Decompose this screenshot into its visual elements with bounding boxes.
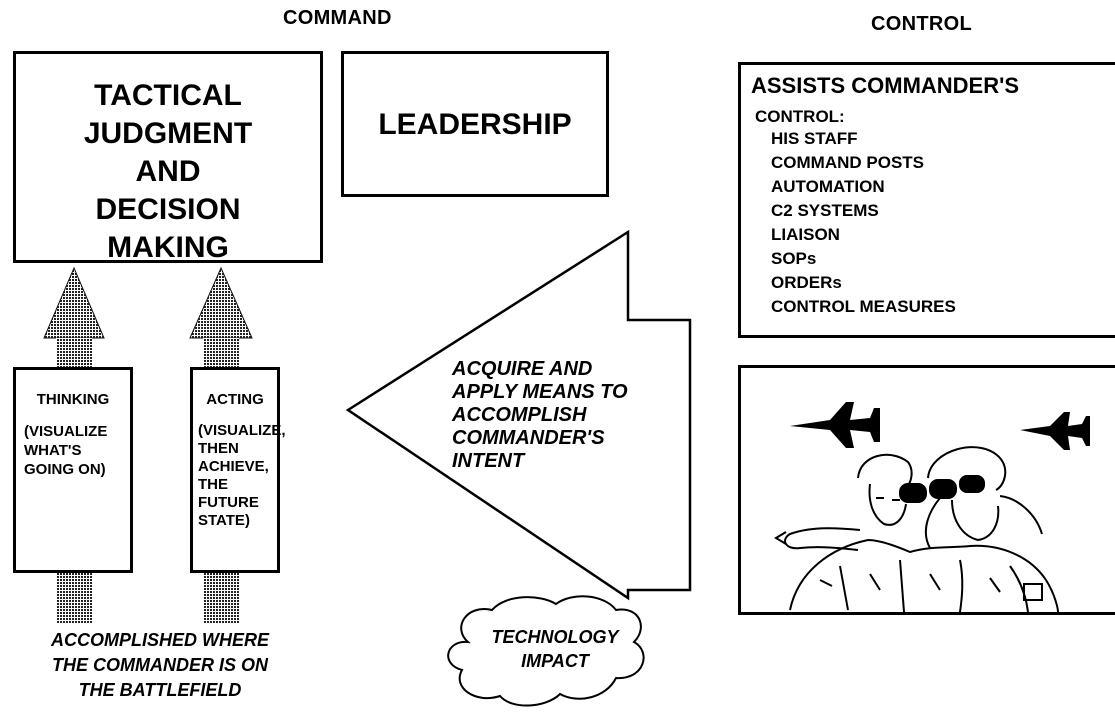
technology-line: TECHNOLOGY — [491, 627, 619, 647]
technology-line: IMPACT — [521, 651, 589, 671]
technology-cloud-shape — [447, 595, 645, 707]
tactical-judgment-box: TACTICAL JUDGMENT AND DECISION MAKING — [13, 51, 323, 264]
control-item: SOPs — [771, 249, 817, 268]
thinking-line: WHAT'S — [24, 442, 82, 459]
means-line: COMMANDER'S — [452, 427, 605, 449]
means-line: ACCOMPLISH — [452, 404, 587, 426]
up-arrow-acting — [189, 266, 253, 368]
control-item: AUTOMATION — [771, 177, 885, 196]
thinking-line: (VISUALIZE — [24, 423, 108, 440]
acting-line: STATE) — [198, 512, 250, 529]
technology-cloud-text: TECHNOLOGY IMPACT — [470, 625, 640, 673]
illustration-box — [738, 365, 1115, 615]
means-line: INTENT — [452, 450, 525, 472]
tactical-line: DECISION — [95, 193, 241, 226]
tactical-line: MAKING — [107, 231, 229, 264]
acting-line: THE — [198, 476, 228, 493]
leadership-label: LEADERSHIP — [378, 108, 572, 141]
leadership-box: LEADERSHIP — [341, 51, 609, 197]
tactical-line: AND — [135, 155, 201, 188]
control-item-list: HIS STAFF COMMAND POSTS AUTOMATION C2 SY… — [771, 127, 956, 319]
tactical-line: TACTICAL — [94, 79, 242, 112]
acting-line: ACHIEVE, — [198, 458, 269, 475]
bottom-shaft-thinking — [56, 572, 92, 624]
means-line: ACQUIRE AND — [452, 358, 593, 380]
control-item: COMMAND POSTS — [771, 153, 924, 172]
acting-title: ACTING — [206, 391, 264, 408]
battlefield-line: THE COMMANDER IS ON — [52, 655, 268, 675]
thinking-box: THINKING (VISUALIZE WHAT'S GOING ON) — [13, 367, 133, 573]
up-arrow-thinking — [43, 266, 105, 368]
acting-box: ACTING (VISUALIZE, THEN ACHIEVE, THE FUT… — [190, 367, 286, 573]
means-line: APPLY MEANS TO — [452, 381, 628, 403]
control-title: ASSISTS COMMANDER'S — [751, 73, 1020, 98]
acting-line: (VISUALIZE, — [198, 422, 286, 439]
means-arrow-shape — [345, 229, 692, 601]
control-item: CONTROL MEASURES — [771, 297, 956, 316]
fighter-jet-icon — [1020, 412, 1090, 450]
acting-line: THEN — [198, 440, 239, 457]
tactical-line: JUDGMENT — [83, 117, 253, 150]
battlefield-line: THE BATTLEFIELD — [78, 680, 242, 700]
bottom-shaft-acting — [203, 572, 239, 624]
thinking-line: GOING ON) — [24, 461, 106, 478]
soldiers-with-binoculars-icon — [774, 446, 1059, 613]
battlefield-note: ACCOMPLISHED WHERE THE COMMANDER IS ON T… — [20, 628, 300, 703]
acting-line: FUTURE — [198, 494, 259, 511]
control-item: HIS STAFF — [771, 129, 858, 148]
control-item: LIAISON — [771, 225, 840, 244]
control-box: ASSISTS COMMANDER'S CONTROL: HIS STAFF C… — [738, 62, 1115, 338]
control-item: ORDERs — [771, 273, 842, 292]
fighter-jet-icon — [790, 402, 880, 448]
battlefield-line: ACCOMPLISHED WHERE — [50, 630, 269, 650]
thinking-title: THINKING — [36, 391, 110, 408]
control-header: CONTROL — [871, 13, 972, 35]
control-item: C2 SYSTEMS — [771, 201, 879, 220]
control-subtitle: CONTROL: — [755, 107, 845, 126]
means-arrow-text: ACQUIRE AND APPLY MEANS TO ACCOMPLISH CO… — [452, 358, 628, 473]
command-header: COMMAND — [283, 7, 392, 29]
